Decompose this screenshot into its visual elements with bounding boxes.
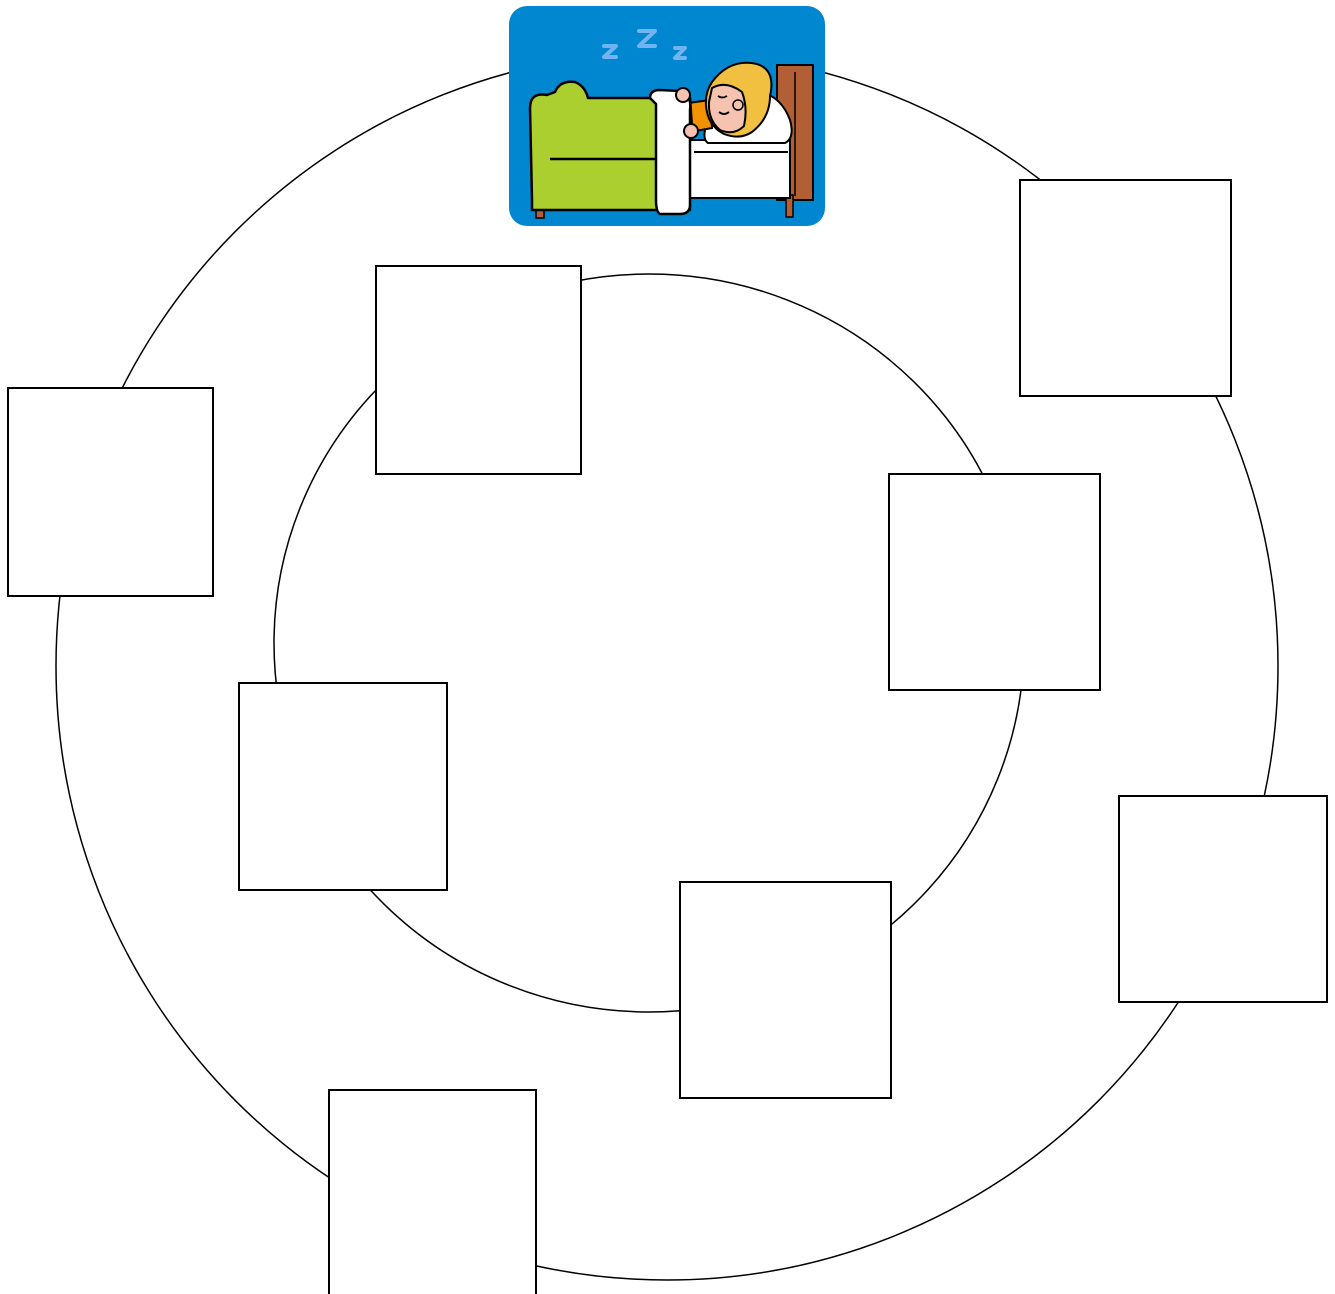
hand-icon: [684, 124, 698, 138]
answer-boxes: [8, 180, 1327, 1294]
hand-icon: [676, 88, 690, 102]
inner-box-2[interactable]: [889, 474, 1100, 690]
inner-box-4[interactable]: [680, 882, 891, 1098]
sheet-icon: [650, 90, 690, 214]
inner-box-3[interactable]: [239, 683, 447, 890]
outer-box-3[interactable]: [1119, 796, 1327, 1002]
outer-box-1[interactable]: [1020, 180, 1231, 396]
outer-box-2[interactable]: [8, 388, 213, 596]
sleeping-child-illustration: [509, 6, 825, 226]
inner-box-1[interactable]: [376, 266, 581, 474]
outer-box-4[interactable]: [329, 1090, 536, 1294]
